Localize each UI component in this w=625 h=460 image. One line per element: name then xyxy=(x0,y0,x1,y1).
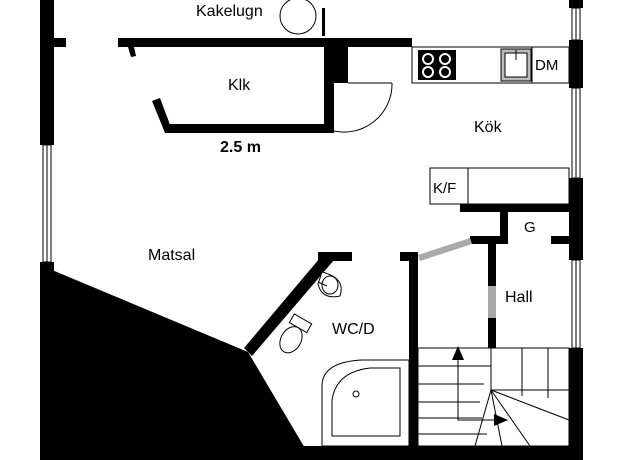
wall-kitchen-top xyxy=(334,38,412,47)
wall-kitchen-pillar xyxy=(334,38,348,83)
label-kf: K/F xyxy=(433,180,456,197)
stair-arrow-up-icon xyxy=(452,346,464,360)
wall-klk-angle xyxy=(152,98,172,133)
left-wall-top xyxy=(40,0,54,145)
wall-g-top xyxy=(460,204,569,212)
bathtub-icon xyxy=(321,359,410,447)
wall-klk-right xyxy=(324,38,334,133)
exterior-mass xyxy=(40,265,312,460)
stove-icon xyxy=(418,50,456,80)
toilet-icon xyxy=(279,313,313,354)
wall-klk-top-end xyxy=(128,47,136,57)
wc-wall-angle xyxy=(244,252,334,356)
wall-g-left xyxy=(500,204,508,240)
kakelugn-wall-stub xyxy=(322,8,325,36)
wall-hall-left xyxy=(488,236,496,286)
fridge-counter xyxy=(429,167,570,205)
door-entry-gray xyxy=(418,238,472,261)
stair-path xyxy=(457,356,500,421)
room-label-g: G xyxy=(524,219,536,236)
interior-walls xyxy=(54,38,412,133)
right-wall-mid2 xyxy=(569,178,583,260)
room-label-kok: Kök xyxy=(474,119,503,136)
room-label-matsal: Matsal xyxy=(148,247,195,264)
wall-hall-right-stub xyxy=(551,236,569,244)
wall-hall-left-lower xyxy=(488,318,496,348)
door-hall-gray xyxy=(488,286,496,318)
stair-arrow-right-icon xyxy=(494,414,508,426)
kakelugn-stove-icon xyxy=(279,0,317,35)
wc-walls xyxy=(244,252,418,446)
room-label-hall: Hall xyxy=(505,289,533,306)
wall-klk-bottom xyxy=(165,124,334,133)
windows xyxy=(42,7,581,349)
washbasin-icon xyxy=(317,271,342,298)
door-klk xyxy=(333,82,393,133)
staircase xyxy=(417,347,570,447)
dimension-label: 2.5 m xyxy=(220,139,261,156)
right-wall-mid xyxy=(569,40,583,88)
right-wall-bottom xyxy=(569,348,583,460)
hall-walls xyxy=(460,204,569,348)
wall-klk-top xyxy=(118,38,412,47)
room-label-kakelugn: Kakelugn xyxy=(196,3,263,20)
right-wall-top xyxy=(569,0,583,8)
room-label-wcd: WC/D xyxy=(332,321,375,338)
wc-wall-right xyxy=(409,252,418,446)
wall-left-stub xyxy=(54,38,66,47)
room-label-klk: Klk xyxy=(228,77,251,94)
sink-icon xyxy=(500,48,532,82)
label-dm: DM xyxy=(535,57,558,74)
wc-wall-top xyxy=(318,252,352,261)
